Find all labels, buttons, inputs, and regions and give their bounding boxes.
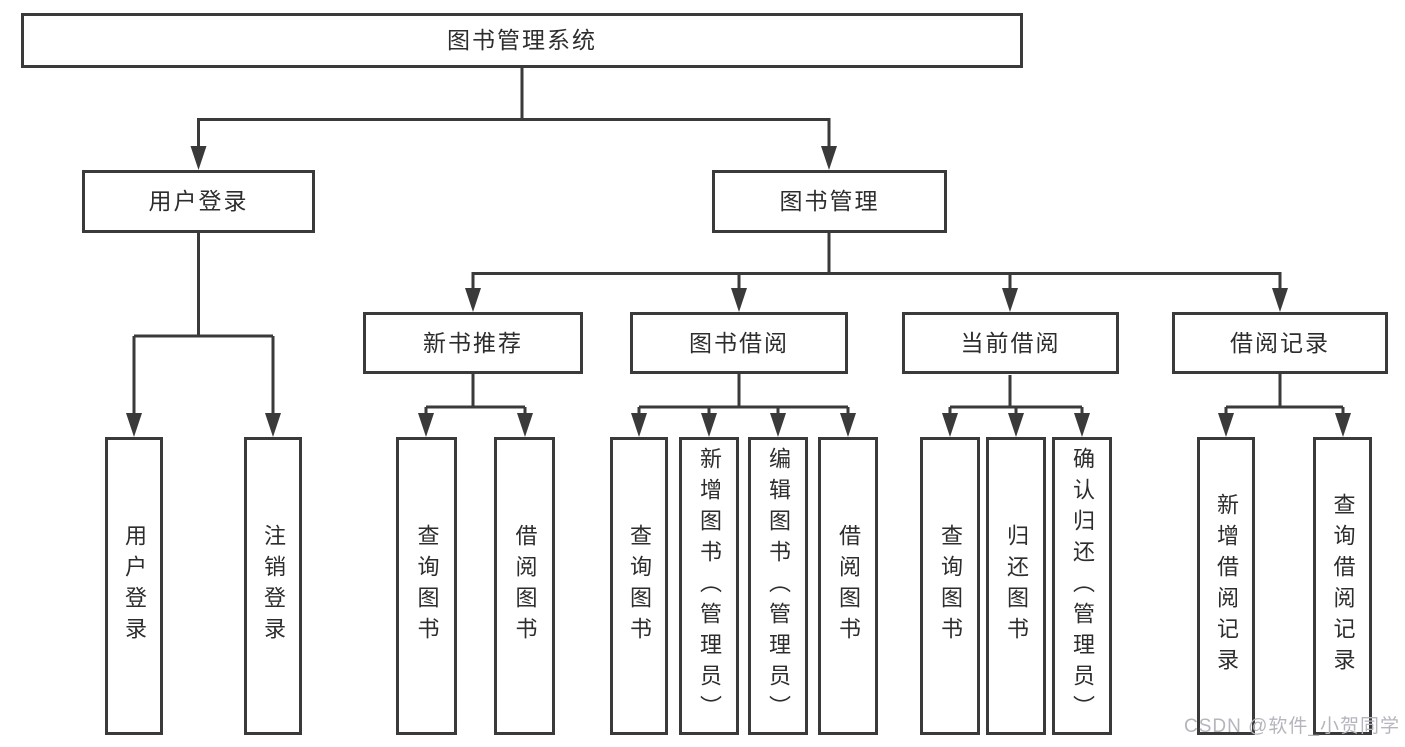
- leaf-borrow-books: 借阅图书: [818, 437, 878, 735]
- node-current-borrow: 当前借阅: [902, 312, 1119, 374]
- leaf-return-book: 归还图书: [986, 437, 1046, 735]
- leaf-label: 查询图书: [627, 524, 652, 648]
- leaf-borrow-books-recommend: 借阅图书: [494, 437, 555, 735]
- node-label: 图书管理: [779, 188, 880, 214]
- node-book-borrow: 图书借阅: [630, 312, 848, 374]
- node-library-system: 图书管理系统: [21, 13, 1023, 68]
- leaf-query-books-recommend: 查询图书: [396, 437, 457, 735]
- node-borrow-records: 借阅记录: [1172, 312, 1388, 374]
- arrowheads: [126, 146, 1351, 437]
- node-new-book-recommend: 新书推荐: [363, 312, 583, 374]
- leaf-query-books-current: 查询图书: [920, 437, 980, 735]
- node-label: 当前借阅: [960, 329, 1061, 356]
- node-label: 图书借阅: [689, 329, 789, 356]
- node-label: 借阅记录: [1230, 329, 1330, 356]
- leaf-add-book-admin: 新增图书（管理员）: [679, 437, 739, 735]
- watermark: CSDN @软件_小贺同学: [1184, 716, 1400, 737]
- leaf-label: 查询借阅记录: [1330, 493, 1356, 679]
- leaf-label: 查询图书: [414, 524, 440, 648]
- leaf-label: 归还图书: [1004, 524, 1029, 648]
- leaf-label: 借阅图书: [836, 524, 861, 648]
- leaf-edit-book-admin: 编辑图书（管理员）: [748, 437, 808, 735]
- leaf-label: 新增图书（管理员）: [697, 446, 722, 726]
- leaf-query-books-borrow: 查询图书: [610, 437, 668, 735]
- leaf-logout: 注销登录: [244, 437, 302, 735]
- leaf-user-login: 用户登录: [105, 437, 163, 735]
- leaf-label: 编辑图书（管理员）: [766, 446, 791, 726]
- leaf-label: 新增借阅记录: [1214, 493, 1239, 679]
- node-label: 新书推荐: [423, 329, 523, 356]
- node-label: 用户登录: [148, 188, 249, 214]
- leaf-confirm-return-admin: 确认归还（管理员）: [1052, 437, 1112, 735]
- node-book-management: 图书管理: [712, 170, 947, 233]
- leaf-label: 借阅图书: [512, 524, 538, 648]
- node-user-login: 用户登录: [82, 170, 315, 233]
- leaf-add-borrow-record: 新增借阅记录: [1197, 437, 1255, 735]
- node-label: 图书管理系统: [447, 27, 597, 53]
- leaf-label: 确认归还（管理员）: [1070, 446, 1095, 726]
- leaf-label: 用户登录: [122, 524, 147, 648]
- leaf-label: 注销登录: [261, 524, 286, 648]
- leaf-query-borrow-record: 查询借阅记录: [1313, 437, 1372, 735]
- leaf-label: 查询图书: [938, 524, 963, 648]
